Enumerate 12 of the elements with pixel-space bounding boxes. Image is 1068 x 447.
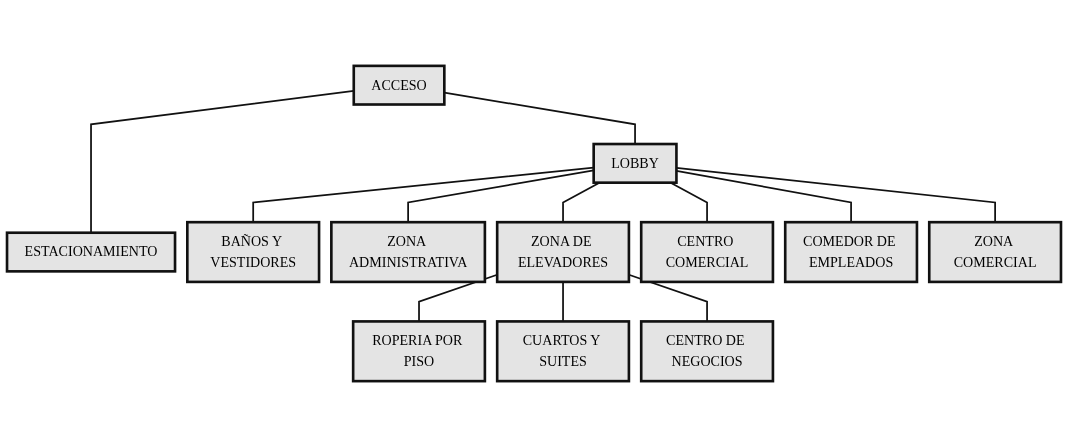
node-box: ACCESO bbox=[352, 64, 446, 106]
node-box: ZONA COMERCIAL bbox=[927, 220, 1063, 284]
node-box: CENTRO DE NEGOCIOS bbox=[639, 320, 775, 383]
node-box: CUARTOS Y SUITES bbox=[495, 320, 631, 383]
node-box: ROPERIA POR PISO bbox=[351, 320, 487, 383]
node-box: COMEDOR DE EMPLEADOS bbox=[783, 220, 919, 284]
node-box: ZONA ADMINISTRATIVA bbox=[330, 220, 487, 284]
node-box: LOBBY bbox=[592, 142, 678, 184]
node-box: ESTACIONAMIENTO bbox=[5, 231, 177, 273]
node-box: ZONA DE ELEVADORES bbox=[495, 220, 631, 284]
node-box: BAÑOS Y VESTIDORES bbox=[186, 220, 321, 284]
node-box: CENTRO COMERCIAL bbox=[639, 220, 775, 284]
